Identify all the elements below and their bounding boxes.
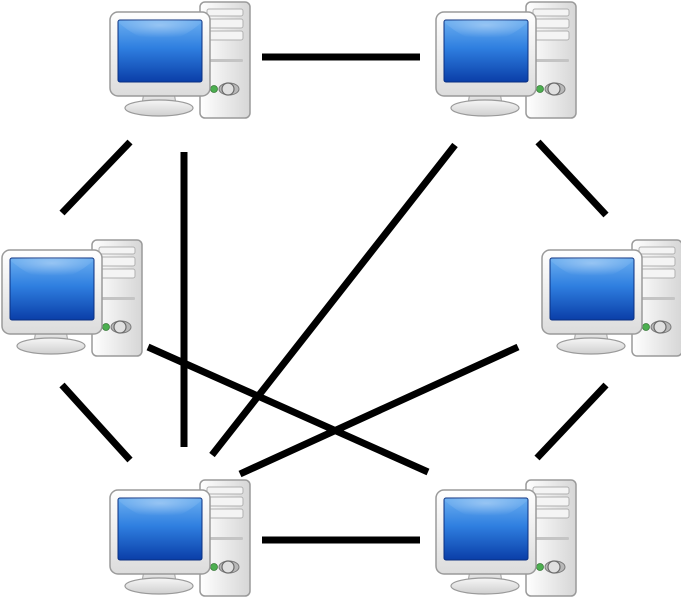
link-pc-top-right-to-pc-middle-right [535, 139, 609, 218]
link-pc-middle-left-to-pc-bottom-left [59, 382, 133, 463]
link-pc-middle-right-to-pc-bottom-right [534, 382, 609, 461]
desktop-computer-icon [109, 1, 251, 119]
link-pc-middle-right-to-pc-bottom-left [238, 343, 520, 478]
desktop-computer-icon [109, 479, 251, 597]
pc-bottom-left [109, 479, 251, 597]
link-pc-middle-left-to-pc-bottom-right [146, 343, 430, 476]
network-links [59, 53, 609, 544]
pc-middle-right [541, 239, 681, 357]
pc-bottom-right [435, 479, 577, 597]
desktop-computer-icon [1, 239, 143, 357]
desktop-computer-icon [435, 1, 577, 119]
pc-top-right [435, 1, 577, 119]
desktop-computer-icon [541, 239, 681, 357]
link-pc-top-left-to-pc-middle-left [59, 139, 133, 216]
pc-top-left [109, 1, 251, 119]
pc-middle-left [1, 239, 143, 357]
desktop-computer-icon [435, 479, 577, 597]
link-pc-top-right-to-pc-bottom-left [209, 142, 458, 458]
